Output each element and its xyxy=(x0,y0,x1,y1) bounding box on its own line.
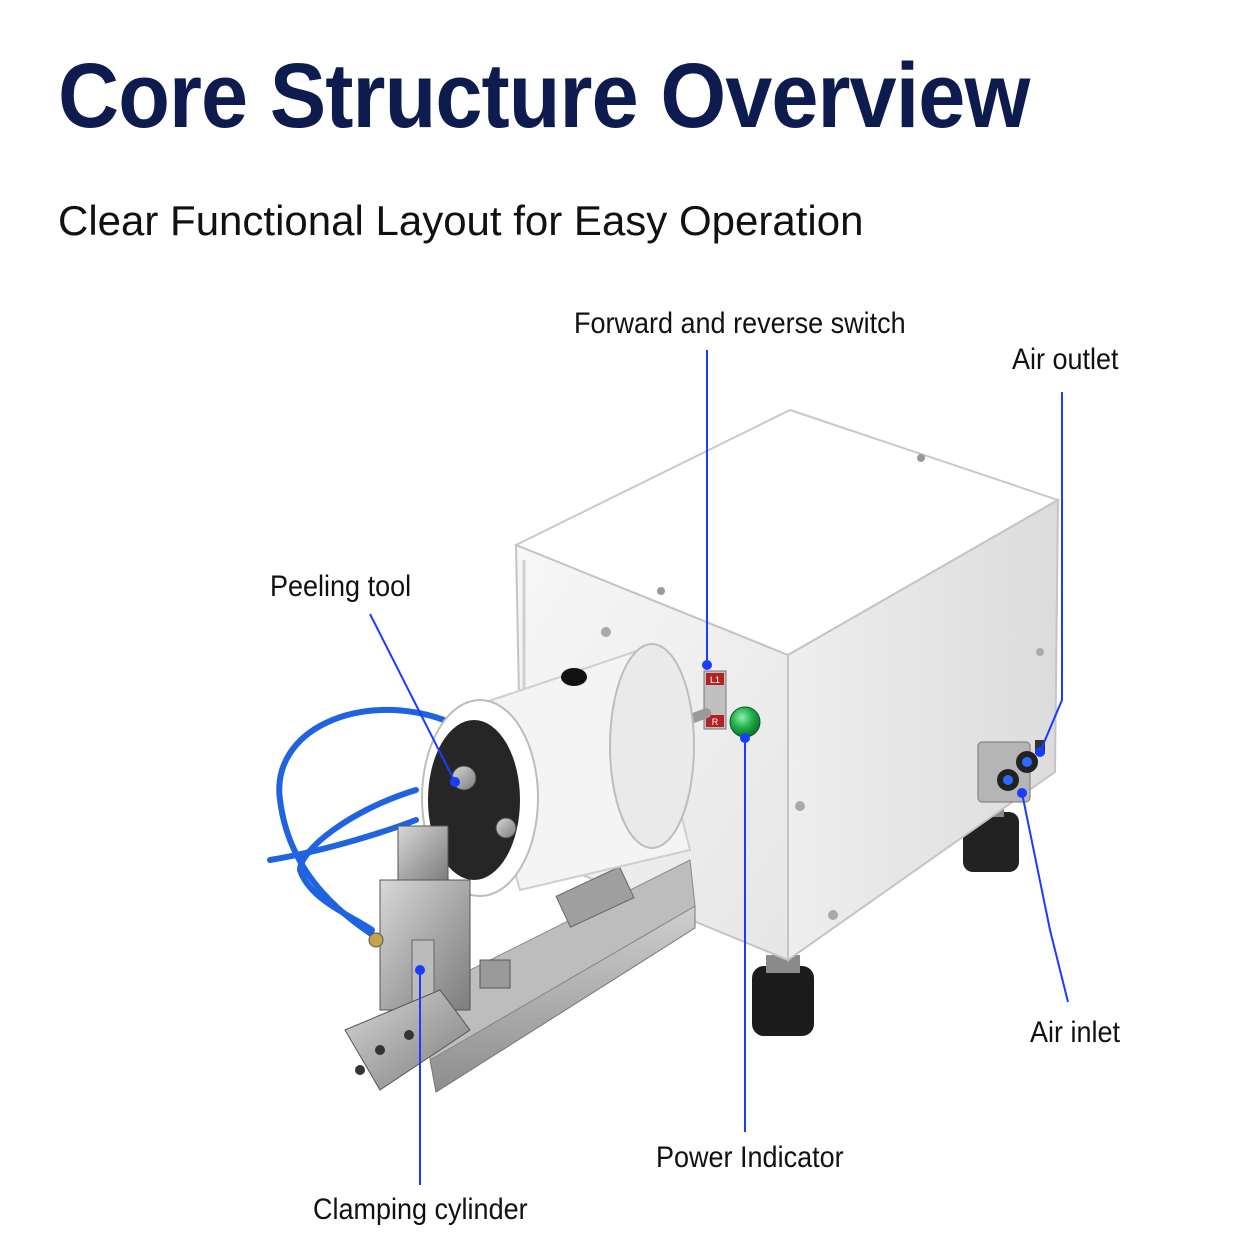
spindle-housing xyxy=(421,643,695,897)
air-fittings xyxy=(977,740,1045,803)
base-rail xyxy=(429,859,696,1093)
callout-clamping-cylinder: Clamping cylinder xyxy=(313,1193,528,1226)
callout-forward-reverse-switch: Forward and reverse switch xyxy=(574,307,906,340)
power-indicator-lamp xyxy=(729,706,761,738)
control-panel: L1 R xyxy=(680,670,761,738)
switch-mark-lower: R xyxy=(712,717,719,727)
callout-peeling-tool: Peeling tool xyxy=(270,570,412,603)
switch-mark-upper: L1 xyxy=(710,675,720,685)
page-subtitle: Clear Functional Layout for Easy Operati… xyxy=(58,197,864,244)
leader-line-air-outlet xyxy=(1039,392,1063,753)
leader-line-air-inlet xyxy=(1021,792,1069,1003)
callout-power-indicator: Power Indicator xyxy=(656,1141,844,1174)
page-title: Core Structure Overview xyxy=(58,45,1030,147)
callout-air-inlet: Air inlet xyxy=(1030,1016,1121,1049)
leader-lines xyxy=(369,350,1069,1185)
callout-air-outlet: Air outlet xyxy=(1012,343,1119,376)
air-tubes xyxy=(267,706,447,943)
clamping-assembly xyxy=(344,825,511,1091)
leader-line-peeling-tool xyxy=(369,613,456,783)
